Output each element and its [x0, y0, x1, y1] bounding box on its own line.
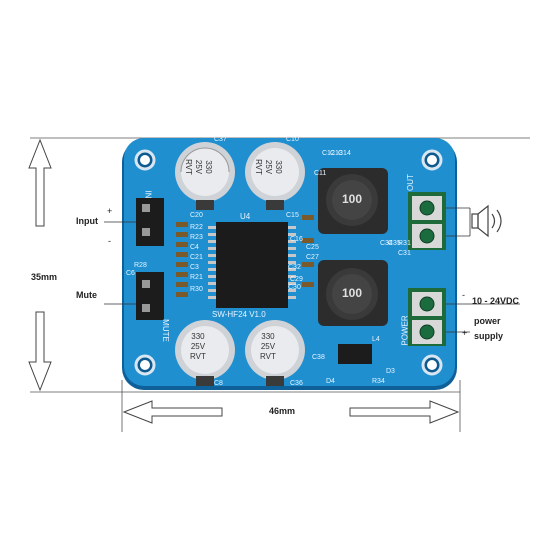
component-ref: R23	[190, 234, 203, 241]
input-connector	[136, 198, 164, 246]
board-model: SW-HF24 V1.0	[212, 310, 266, 319]
component-ref: C38	[312, 354, 325, 361]
chip-designator: U4	[240, 212, 251, 221]
component-ref: C6	[126, 270, 135, 277]
component-ref: C15	[286, 212, 299, 219]
component-ref: C4	[190, 244, 199, 251]
component-ref: C35	[388, 240, 401, 247]
power-terminal	[408, 288, 446, 346]
component-ref: C12	[322, 150, 335, 157]
component-ref: C36	[290, 380, 303, 387]
speaker-icon	[471, 204, 502, 238]
power-label: power	[474, 316, 501, 326]
component-ref: D4	[326, 378, 335, 385]
inductor-bottom	[318, 260, 388, 326]
height-dimension-label: 35mm	[31, 272, 58, 282]
component-ref: C25	[306, 244, 319, 251]
silk-power: POWER	[400, 315, 410, 346]
component-ref: C31	[398, 250, 411, 257]
arrow-down-icon	[28, 311, 52, 392]
amplifier-chip	[208, 222, 296, 308]
power-minus-sign: -	[462, 290, 465, 300]
voltage-label: 10 - 24VDC	[472, 296, 520, 306]
supply-label: supply	[474, 331, 504, 341]
inductor-top	[318, 168, 388, 234]
inductor-bottom-value: 100	[342, 286, 363, 300]
arrow-right-icon	[349, 400, 460, 424]
component-ref: C13	[330, 150, 343, 157]
component-ref: R31	[398, 240, 411, 247]
input-plus-sign: +	[107, 206, 113, 216]
capacitor-top-right	[245, 142, 305, 202]
component-ref: C29	[290, 276, 303, 283]
width-dimension-label: 46mm	[269, 406, 296, 416]
component-ref: R21	[190, 274, 203, 281]
input-minus-sign: -	[108, 236, 111, 246]
component-ref: L4	[372, 336, 380, 343]
component-ref: C21	[190, 254, 203, 261]
inductor-top-value: 100	[342, 192, 363, 206]
diode	[338, 344, 372, 364]
component-ref: C10	[286, 136, 299, 143]
output-terminal	[408, 192, 446, 250]
component-ref: D3	[386, 368, 395, 375]
component-ref: C32	[288, 264, 301, 271]
power-plus-sign: +	[462, 328, 468, 338]
component-ref: R34	[372, 378, 385, 385]
capacitor-bottom-right	[245, 320, 305, 380]
component-ref: C34	[380, 240, 393, 247]
capacitor-bottom-left	[175, 320, 235, 380]
component-ref: C27	[306, 254, 319, 261]
silk-in: IN	[143, 190, 153, 199]
component-ref: C20	[190, 212, 203, 219]
component-ref: R30	[190, 286, 203, 293]
component-ref: C16	[290, 236, 303, 243]
input-label: Input	[76, 216, 98, 226]
mute-connector	[136, 272, 164, 320]
component-ref: R22	[190, 224, 203, 231]
component-ref: C11	[314, 170, 327, 177]
component-ref: R28	[134, 262, 147, 269]
mute-label: Mute	[76, 290, 97, 300]
silk-out: OUT	[405, 174, 415, 191]
capacitor-top-left	[175, 142, 235, 202]
component-ref: C8	[214, 380, 223, 387]
arrow-up-icon	[28, 138, 52, 227]
component-ref: C14	[338, 150, 351, 157]
component-ref: C30	[288, 284, 301, 291]
silk-mute: MUTE	[160, 319, 170, 342]
component-ref: C37	[214, 136, 227, 143]
component-ref: C3	[190, 264, 199, 271]
arrow-left-icon	[122, 400, 223, 424]
